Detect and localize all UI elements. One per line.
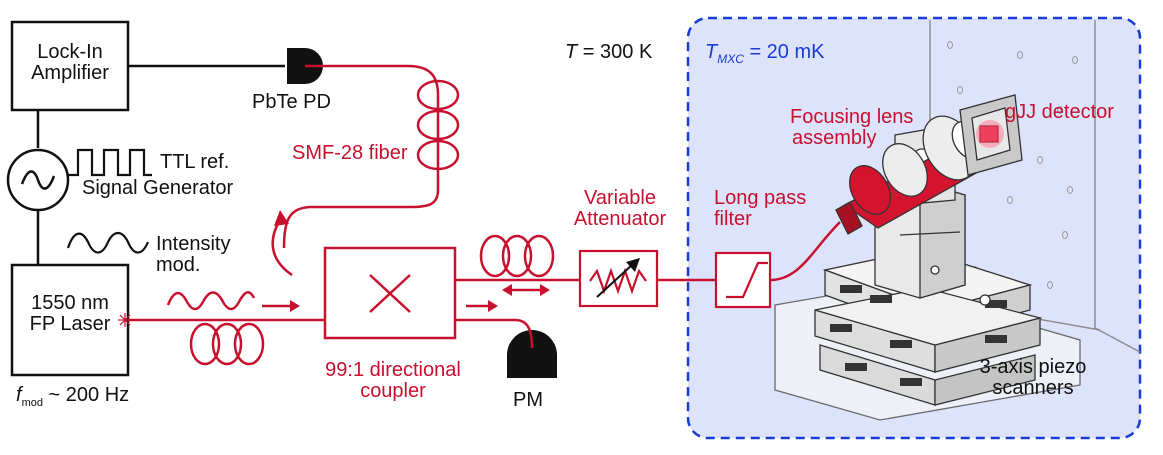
electrical-wiring — [36, 64, 285, 265]
signal-generator-label: Signal Generator — [82, 177, 234, 199]
focusing-lens-label: Focusing lens assembly — [790, 107, 913, 149]
focusing-lens-line1: Focusing lens — [790, 106, 914, 128]
piezo-scanners-label: 3-axis piezo scanners — [958, 357, 1108, 399]
laser-fiber-coil — [189, 322, 265, 366]
long-pass-label-line2: filter — [714, 208, 752, 230]
signal-generator-icon — [6, 148, 70, 212]
pbte-photodiode-icon — [287, 48, 323, 84]
laser-box — [10, 263, 130, 377]
laser-emission-icon — [118, 313, 132, 327]
power-meter-icon — [507, 330, 557, 378]
gjj-detector-label: gJJ detector — [1005, 101, 1114, 123]
directional-coupler — [323, 246, 457, 340]
coupler-fiber-coil — [479, 234, 555, 278]
fmod-label: fmod ~ 200 Hz — [16, 385, 129, 410]
lockin-label-line2: Amplifier — [31, 62, 109, 84]
attenuator-arrow — [596, 258, 640, 298]
coupler-label: 99:1 directional coupler — [298, 360, 488, 402]
mxc-temp-label: TMXC = 20 mK — [705, 42, 825, 66]
pm-label: PM — [513, 389, 543, 411]
intensity-wave-icon — [66, 231, 150, 254]
attenuator-label-line2: Attenuator — [573, 208, 667, 230]
room-temp-value: = 300 K — [577, 41, 653, 63]
coupler-label-line1: 99:1 directional — [325, 359, 461, 381]
fmod-symbol: f — [16, 384, 22, 406]
fmod-subscript: mod — [21, 397, 43, 409]
laser-label-line1: 1550 nm — [31, 292, 109, 314]
room-temp-label: T = 300 K — [565, 42, 652, 63]
mxc-temp-symbol: T — [705, 41, 718, 63]
ttl-ref-label: TTL ref. — [160, 151, 230, 173]
laser-label-line2: FP Laser — [29, 313, 111, 335]
piezo-label-line2: scanners — [992, 377, 1074, 399]
room-temp-symbol: T — [565, 41, 578, 63]
coupler-label-line2: coupler — [360, 380, 426, 402]
ttl-waveform-icon — [68, 148, 152, 177]
mxc-temp-value: = 20 mK — [743, 41, 825, 63]
lockin-label: Lock-In Amplifier — [12, 42, 128, 84]
long-pass-label: Long pass filter — [714, 188, 806, 230]
lockin-box — [10, 20, 130, 112]
gjj-detector — [959, 94, 1023, 176]
piezo-label-line1: 3-axis piezo — [979, 356, 1087, 378]
smf-fiber-coil — [416, 79, 460, 171]
variable-attenuator — [578, 249, 659, 308]
attenuator-label-line1: Variable — [584, 187, 656, 209]
direction-arrows — [262, 284, 550, 312]
long-pass-label-line1: Long pass — [714, 187, 807, 209]
intensity-mod-line1: Intensity — [156, 233, 231, 255]
focusing-lens-line2: assembly — [792, 127, 877, 149]
intensity-mod-line2: mod. — [156, 254, 201, 276]
intensity-mod-label: Intensity mod. — [156, 234, 230, 276]
smf-fiber-label: SMF-28 fiber — [292, 142, 408, 164]
attenuator-label: Variable Attenuator — [560, 188, 680, 230]
laser-label: 1550 nm FP Laser — [12, 293, 128, 335]
curved-arrow — [271, 210, 293, 277]
fmod-value: ~ 200 Hz — [42, 384, 130, 406]
pbte-pd-label: PbTe PD — [252, 91, 331, 113]
modulated-wave-icon — [166, 291, 256, 311]
optical-fiber — [128, 64, 841, 349]
long-pass-filter — [714, 251, 772, 309]
lockin-label-line1: Lock-In — [37, 41, 103, 63]
mxc-temp-subscript: MXC — [717, 52, 744, 66]
